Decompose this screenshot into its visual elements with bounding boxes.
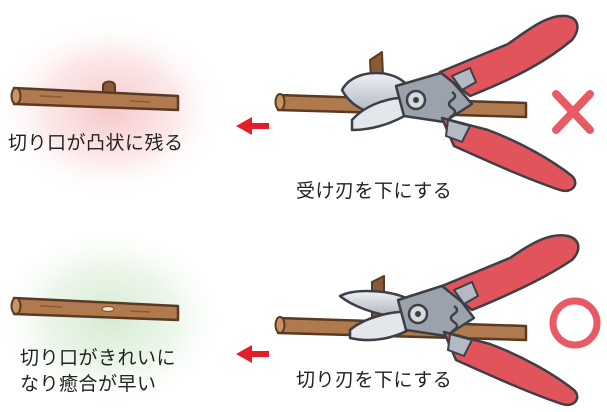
correct-shears [338,233,580,407]
correct-cut-branch [10,296,180,322]
circle-mark-icon [549,297,601,349]
wrong-method-label: 受け刃を下にする [296,180,453,202]
correct-method-label: 切り刃を下にする [296,369,453,391]
wrong-shears [340,14,579,193]
correct-result-label-line2: なり癒合が早い [20,373,157,395]
correct-result-label-line1: 切り口がきれいに [20,347,177,369]
cross-mark-icon [552,90,594,134]
correct-arrow-icon [236,345,269,363]
wrong-arrow-icon [236,117,269,135]
wrong-cut-branch [10,80,180,112]
wrong-result-label: 切り口が凸状に残る [8,132,184,154]
